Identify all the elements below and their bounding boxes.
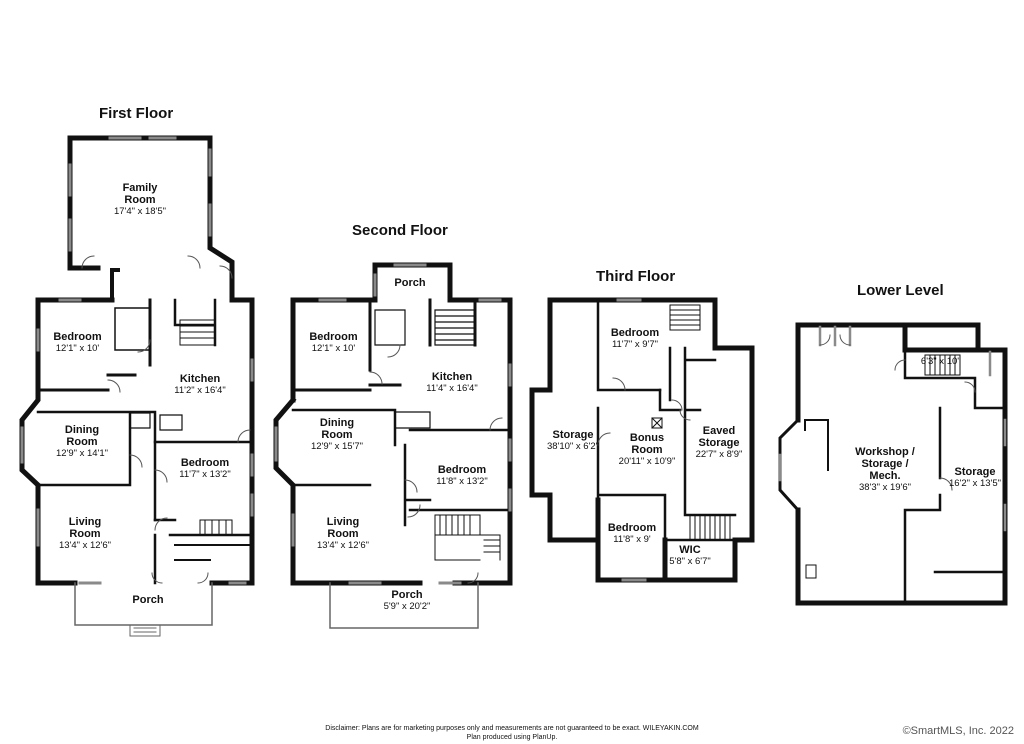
room-name: Bedroom [180, 457, 230, 469]
room-name: Kitchen [179, 373, 221, 385]
first-dining-room-label: Dining Room 12'9" x 14'1" [42, 424, 122, 460]
room-name: Bedroom [610, 327, 660, 339]
room-name: Porch [132, 594, 164, 606]
room-dims: 38'3" x 19'6" [858, 482, 912, 493]
room-name: Dining Room [64, 424, 100, 448]
disclaimer-line-1: Disclaimer: Plans are for marketing purp… [325, 725, 699, 732]
room-name: Bedroom [53, 331, 102, 343]
room-name: Workshop / Storage / Mech. [855, 446, 915, 482]
room-name: Bedroom [437, 464, 487, 476]
room-name: Family Room [122, 182, 158, 206]
third-floor-walls [529, 297, 755, 583]
lower-workshop-label: Workshop / Storage / Mech. 38'3" x 19'6" [835, 446, 935, 494]
second-dining-room-label: Dining Room 12'9" x 15'7" [297, 417, 377, 453]
first-bedroom-label: Bedroom 12'1" x 10' [40, 331, 115, 355]
room-dims: 11'8" x 9' [613, 534, 651, 545]
third-floor-title: Third Floor [596, 268, 676, 285]
room-name: Eaved Storage [698, 425, 740, 449]
room-dims: 17'4" x 18'5" [113, 206, 167, 217]
third-storage-label: Storage 38'10" x 6'2" [538, 429, 608, 453]
room-dims: 11'4" x 16'4" [426, 383, 478, 394]
second-porch-top-label: Porch [380, 277, 440, 289]
lower-small-room-label: 6'3" x 10' [915, 356, 965, 368]
third-bedroom2-label: Bedroom 11'8" x 9' [597, 522, 667, 546]
room-dims: 16'2" x 13'5" [948, 478, 1002, 489]
third-bedroom-label: Bedroom 11'7" x 9'7" [600, 327, 670, 351]
third-wic-label: WIC 5'8" x 6'7" [666, 544, 714, 568]
room-name: Porch [394, 277, 426, 289]
room-dims: 13'4" x 12'6" [316, 540, 370, 551]
room-name: WIC [679, 544, 701, 556]
room-dims: 11'7" x 9'7" [611, 339, 659, 350]
second-living-room-label: Living Room 13'4" x 12'6" [303, 516, 383, 552]
first-kitchen-label: Kitchen 11'2" x 16'4" [160, 373, 240, 397]
room-dims: 5'9" x 20'2" [383, 601, 431, 612]
second-floor-walls [273, 262, 513, 629]
room-dims: 6'3" x 10' [920, 356, 960, 367]
first-family-room-label: Family Room 17'4" x 18'5" [90, 182, 190, 218]
room-name: Kitchen [431, 371, 473, 383]
room-dims: 13'4" x 12'6" [58, 540, 112, 551]
room-dims: 11'8" x 13'2" [436, 476, 488, 487]
lower-storage-label: Storage 16'2" x 13'5" [943, 466, 1007, 490]
second-bedroom2-label: Bedroom 11'8" x 13'2" [422, 464, 502, 488]
room-name: Storage [954, 466, 996, 478]
copyright-notice: ©SmartMLS, Inc. 2022 [902, 725, 1014, 737]
room-dims: 12'1" x 10' [55, 343, 100, 354]
room-name: Bedroom [309, 331, 358, 343]
room-name: Storage [552, 429, 594, 441]
room-dims: 22'7" x 8'9" [695, 449, 743, 460]
lower-level-title: Lower Level [857, 282, 944, 299]
lower-level-walls [778, 322, 1008, 606]
disclaimer-line-2: Plan produced using PlanUp. [466, 734, 558, 741]
room-dims: 20'11" x 10'9" [618, 456, 676, 467]
first-porch-label: Porch [118, 594, 178, 606]
room-dims: 12'9" x 15'7" [310, 441, 364, 452]
second-kitchen-label: Kitchen 11'4" x 16'4" [412, 371, 492, 395]
room-name: Bedroom [607, 522, 657, 534]
second-porch-label: Porch 5'9" x 20'2" [372, 589, 442, 613]
first-floor-walls [19, 135, 255, 637]
room-dims: 12'1" x 10' [311, 343, 356, 354]
room-dims: 11'7" x 13'2" [179, 469, 231, 480]
first-living-room-label: Living Room 13'4" x 12'6" [45, 516, 125, 552]
room-name: Bonus Room [629, 432, 665, 456]
second-floor-title: Second Floor [352, 222, 448, 239]
room-name: Porch [391, 589, 423, 601]
room-name: Living Room [326, 516, 360, 540]
third-eaved-storage-label: Eaved Storage 22'7" x 8'9" [688, 425, 750, 461]
first-bedroom2-label: Bedroom 11'7" x 13'2" [165, 457, 245, 481]
room-dims: 5'8" x 6'7" [669, 556, 711, 567]
room-name: Living Room [68, 516, 102, 540]
third-bonus-room-label: Bonus Room 20'11" x 10'9" [612, 432, 682, 468]
first-floor-title: First Floor [99, 105, 174, 122]
room-dims: 11'2" x 16'4" [174, 385, 226, 396]
room-dims: 12'9" x 14'1" [55, 448, 109, 459]
room-name: Dining Room [319, 417, 355, 441]
room-dims: 38'10" x 6'2" [546, 441, 600, 452]
second-bedroom-label: Bedroom 12'1" x 10' [296, 331, 371, 355]
